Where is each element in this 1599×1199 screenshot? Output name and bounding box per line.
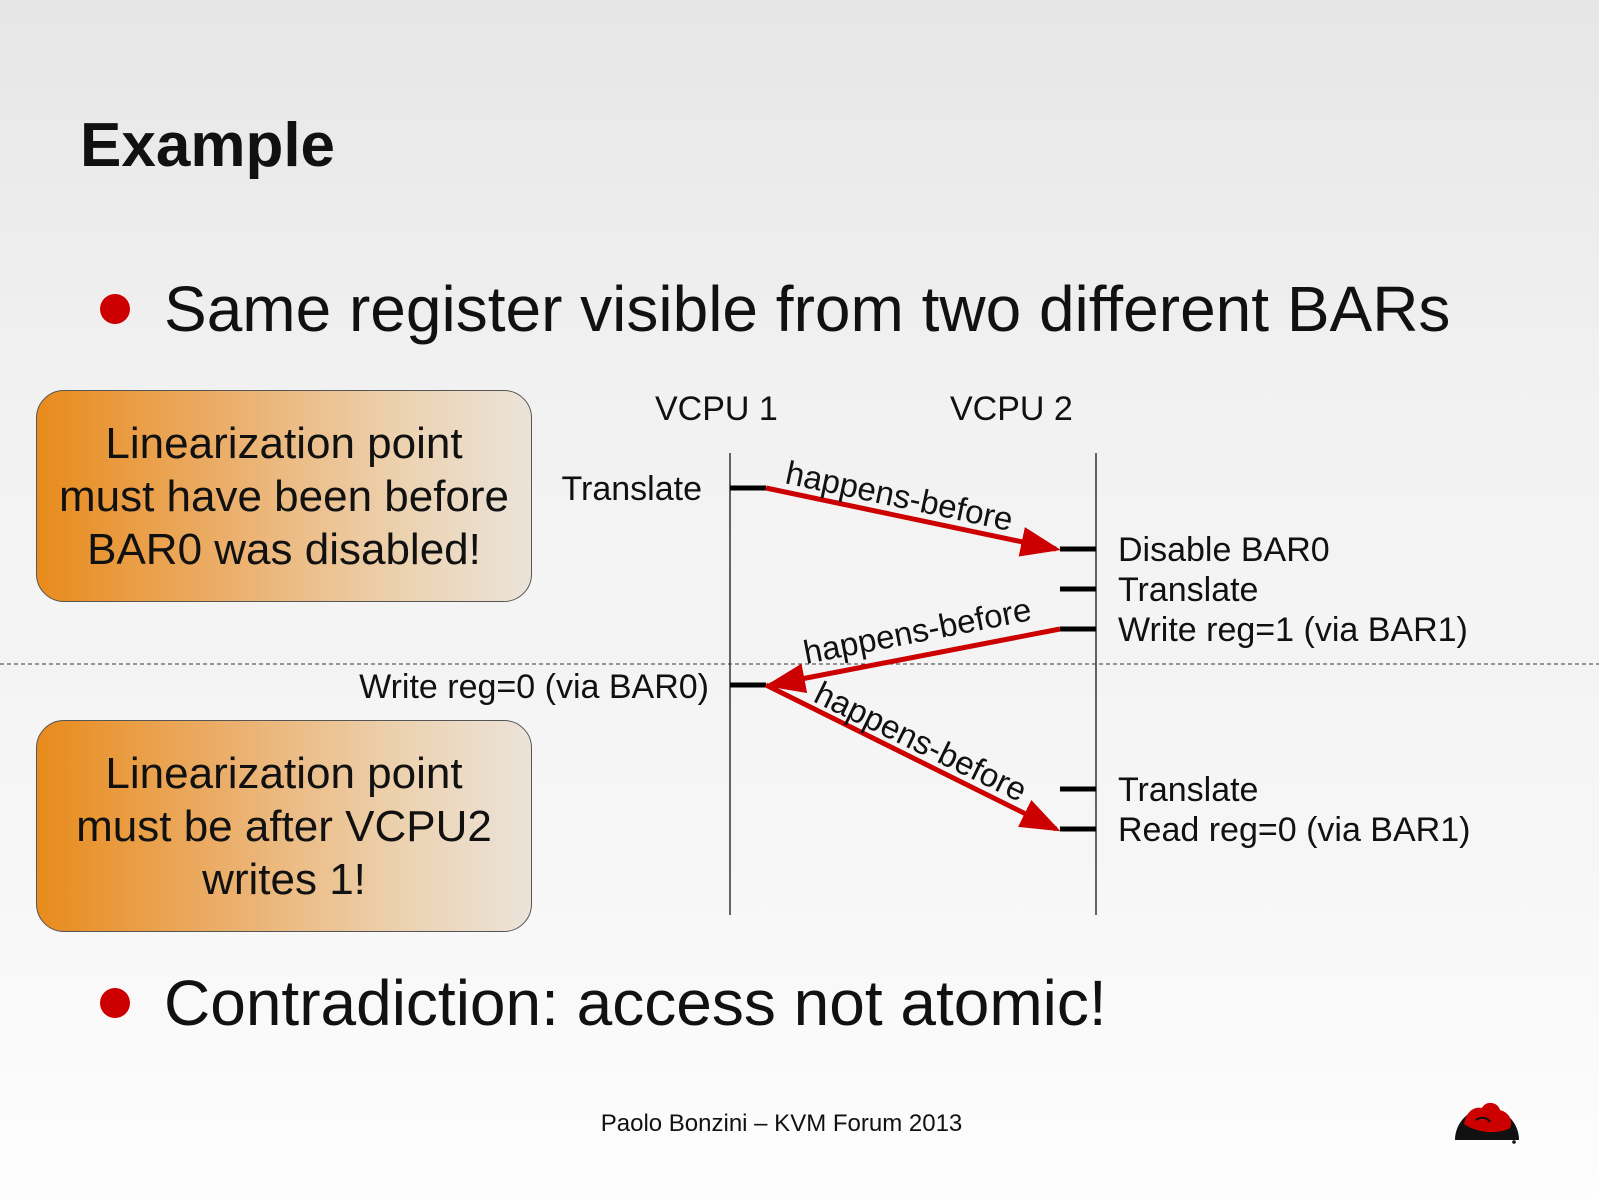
footer-text: Paolo Bonzini – KVM Forum 2013	[600, 1110, 963, 1137]
bullet-dot-icon	[100, 294, 130, 324]
bullet-text: Same register visible from two different…	[164, 273, 1451, 345]
happens-before-arrow	[765, 626, 1061, 694]
lane-header-vcpu1: VCPU 1	[655, 390, 778, 428]
bullet-text: Contradiction: access not atomic!	[164, 967, 1107, 1039]
callout-line: BAR0 was disabled!	[87, 524, 481, 574]
happens-before-arrow	[764, 682, 1061, 832]
vcpu1-event-label: Translate	[561, 470, 702, 508]
callout-line: writes 1!	[202, 854, 366, 904]
vcpu2-event-label: Translate	[1118, 571, 1259, 609]
vcpu1-event-label: Write reg=0 (via BAR0)	[359, 668, 709, 706]
callout-line: Linearization point	[105, 748, 463, 798]
vcpu2-event-label: Translate	[1118, 771, 1259, 809]
happens-before-arrow	[765, 485, 1061, 557]
vcpu2-event-label: Write reg=1 (via BAR1)	[1118, 611, 1468, 649]
red-hat-logo-icon	[1452, 1102, 1522, 1150]
edge-label: happens-before	[809, 674, 1033, 809]
bullet-item: Contradiction: access not atomic!	[100, 966, 1107, 1040]
callout-after-write: Linearization point must be after VCPU2 …	[36, 720, 532, 932]
vcpu2-event-label: Read reg=0 (via BAR1)	[1118, 811, 1471, 849]
bullet-item: Same register visible from two different…	[100, 272, 1450, 346]
lane-header-vcpu2: VCPU 2	[950, 390, 1073, 428]
slide-footer: Paolo Bonzini – KVM Forum 2013	[0, 1110, 1599, 1138]
edge-label: happens-before	[783, 454, 1017, 538]
slide-title: Example	[80, 111, 336, 180]
vcpu2-event-label: Disable BAR0	[1118, 531, 1330, 569]
callout-line: must have been before	[58, 471, 510, 521]
callout-line: must be after VCPU2	[76, 801, 492, 851]
bullet-dot-icon	[100, 988, 130, 1018]
callout-line: Linearization point	[105, 418, 463, 468]
callout-before-disable: Linearization point must have been befor…	[36, 390, 532, 602]
